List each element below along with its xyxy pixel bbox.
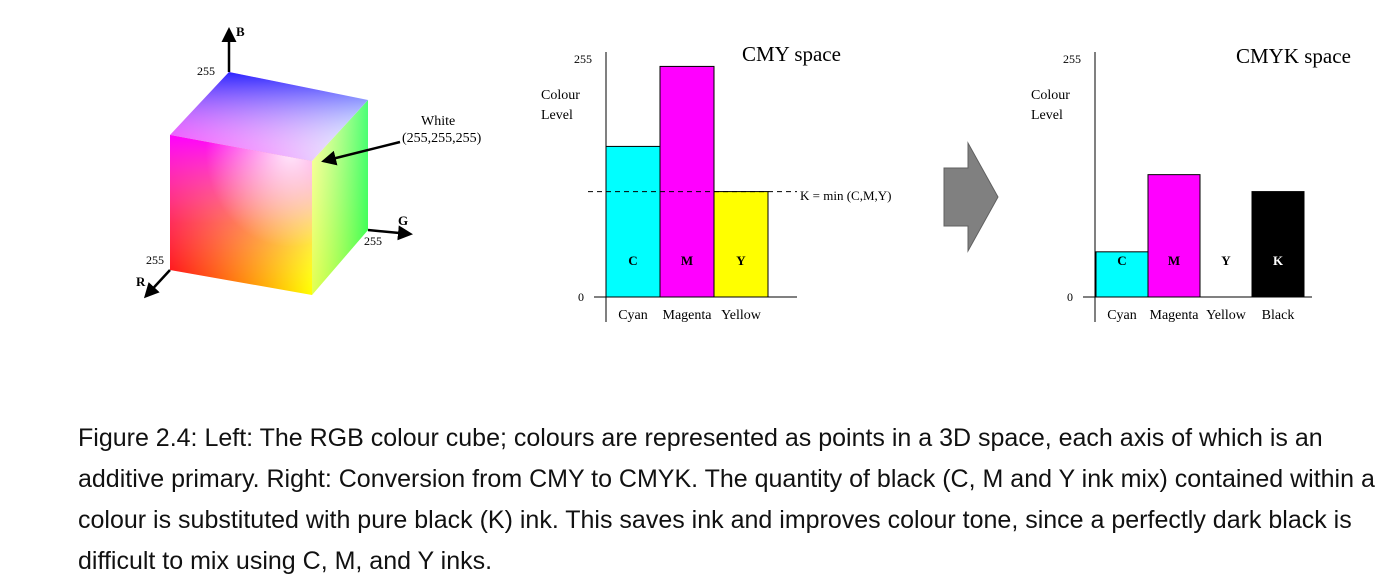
white-pointer-arrow bbox=[321, 140, 401, 166]
cmyk-bar-magenta bbox=[1147, 174, 1201, 298]
cmyk-category-label-cyan: Cyan bbox=[1107, 308, 1137, 323]
cmy-chart: CMY space Colour Level 255 0 K = min (C,… bbox=[541, 42, 891, 323]
r-axis-label: R bbox=[136, 274, 146, 289]
rgb-cube: B 255 G 255 R 255 White (255,255,255) bbox=[136, 24, 482, 299]
caption-line-4: improves colour tone, since a perfectly … bbox=[78, 506, 1352, 575]
cmyk-ytick-bottom: 0 bbox=[1067, 290, 1073, 304]
cmy-category-label-cyan: Cyan bbox=[618, 308, 648, 323]
b-max-label: 255 bbox=[197, 64, 215, 78]
r-axis-line bbox=[143, 269, 171, 299]
cmy-bar-magenta bbox=[659, 65, 715, 298]
white-coords-label: (255,255,255) bbox=[402, 131, 482, 146]
white-label: White bbox=[421, 114, 455, 129]
cmyk-ytick-top: 255 bbox=[1063, 52, 1081, 66]
cmyk-category-label-yellow: Yellow bbox=[1206, 308, 1247, 323]
cmy-bar-yellow bbox=[713, 191, 769, 298]
caption-line-1: Figure 2.4: Left: The RGB colour cube; c… bbox=[78, 424, 1165, 452]
cmyk-chart: CMYK space Colour Level 255 0 C Cyan M Mage… bbox=[1031, 44, 1351, 323]
g-axis-label: G bbox=[398, 213, 408, 228]
cmy-ylabel-line2: Level bbox=[541, 108, 573, 123]
cmyk-category-label-magenta: Magenta bbox=[1150, 308, 1200, 323]
cmyk-bar-letter-black: K bbox=[1273, 253, 1284, 268]
cmy-ytick-top: 255 bbox=[574, 52, 592, 66]
conversion-arrow-icon bbox=[943, 141, 999, 253]
cmy-bar-letter-yellow: Y bbox=[736, 253, 746, 268]
figure-illustration: B 255 G 255 R 255 White (255,255,255) CM… bbox=[136, 24, 1351, 323]
r-max-label: 255 bbox=[146, 253, 164, 267]
cmy-bar-cyan bbox=[605, 145, 661, 298]
cmy-bar-letter-magenta: M bbox=[681, 253, 693, 268]
cmyk-ylabel-line1: Colour bbox=[1031, 88, 1070, 103]
cmy-chart-title: CMY space bbox=[742, 42, 841, 66]
cmy-bar-letter-cyan: C bbox=[628, 253, 637, 268]
cmyk-bar-letter-magenta: M bbox=[1168, 253, 1180, 268]
cube-top-face-shade bbox=[170, 72, 368, 161]
caption-line-2: of which is an additive primary. Right: … bbox=[78, 424, 1323, 493]
cube-front-face-glow bbox=[170, 135, 312, 295]
figure-caption: Figure 2.4: Left: The RGB colour cube; c… bbox=[78, 418, 1388, 582]
cmyk-bar-black bbox=[1251, 191, 1305, 298]
cmyk-ylabel-line2: Level bbox=[1031, 108, 1063, 123]
cmyk-category-label-black: Black bbox=[1262, 308, 1295, 323]
cmyk-bar-letter-yellow: Y bbox=[1221, 253, 1231, 268]
cmyk-bar-letter-cyan: C bbox=[1117, 253, 1126, 268]
cmy-threshold-label: K = min (C,M,Y) bbox=[800, 188, 891, 203]
g-max-label: 255 bbox=[364, 234, 382, 248]
b-axis-label: B bbox=[236, 24, 245, 39]
cmy-ylabel-line1: Colour bbox=[541, 88, 580, 103]
g-axis-line bbox=[367, 225, 413, 241]
cmy-category-label-magenta: Magenta bbox=[663, 308, 713, 323]
cmyk-chart-title: CMYK space bbox=[1236, 44, 1351, 68]
cmy-category-label-yellow: Yellow bbox=[721, 308, 762, 323]
cube-side-face-shade bbox=[312, 100, 368, 295]
caption-line-3: and Y ink mix) contained within a colour… bbox=[78, 465, 1375, 534]
cmy-ytick-bottom: 0 bbox=[578, 290, 584, 304]
